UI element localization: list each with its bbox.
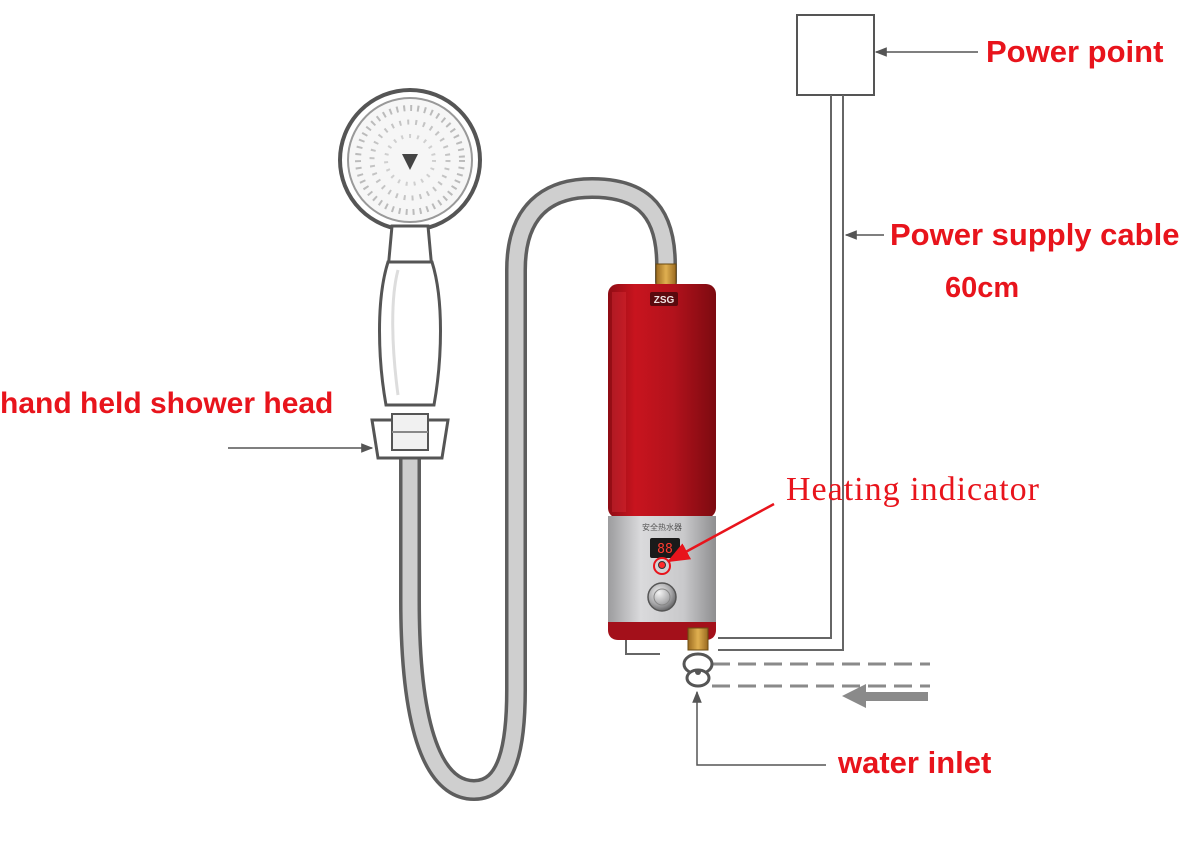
heater-red-body	[608, 284, 716, 518]
display-digits: 88	[657, 542, 673, 557]
shower-logo-icon	[402, 154, 418, 170]
label-cable-length: 60cm	[945, 272, 1020, 304]
power-point-box	[796, 14, 875, 96]
water-heater: ZSG 安全热水器 88	[608, 284, 716, 640]
heating-indicator-arrow	[667, 502, 775, 563]
inlet-fitting	[682, 627, 714, 688]
heater-brand-mark: ZSG	[654, 295, 675, 306]
label-shower-head: hand held shower head	[0, 387, 334, 420]
label-heating-indicator: Heating indicator	[786, 471, 1040, 508]
hose-fitting	[655, 263, 677, 287]
heating-indicator-light	[658, 561, 666, 569]
label-water-inlet: water inlet	[838, 745, 992, 780]
label-power-supply-cable: Power supply cable	[890, 217, 1180, 252]
heater-panel-text: 安全热水器	[642, 522, 682, 532]
water-inlet-leader	[692, 690, 826, 766]
label-power-point: Power point	[986, 34, 1164, 69]
shower-holder-bracket	[370, 413, 450, 460]
shower-head	[338, 88, 482, 407]
heating-indicator-circle	[653, 557, 671, 575]
temperature-knob	[647, 582, 677, 612]
shower-hose-inner	[402, 180, 674, 798]
water-flow-arrow	[842, 684, 928, 708]
inlet-pipe	[712, 662, 930, 688]
power-supply-cable	[718, 95, 844, 651]
